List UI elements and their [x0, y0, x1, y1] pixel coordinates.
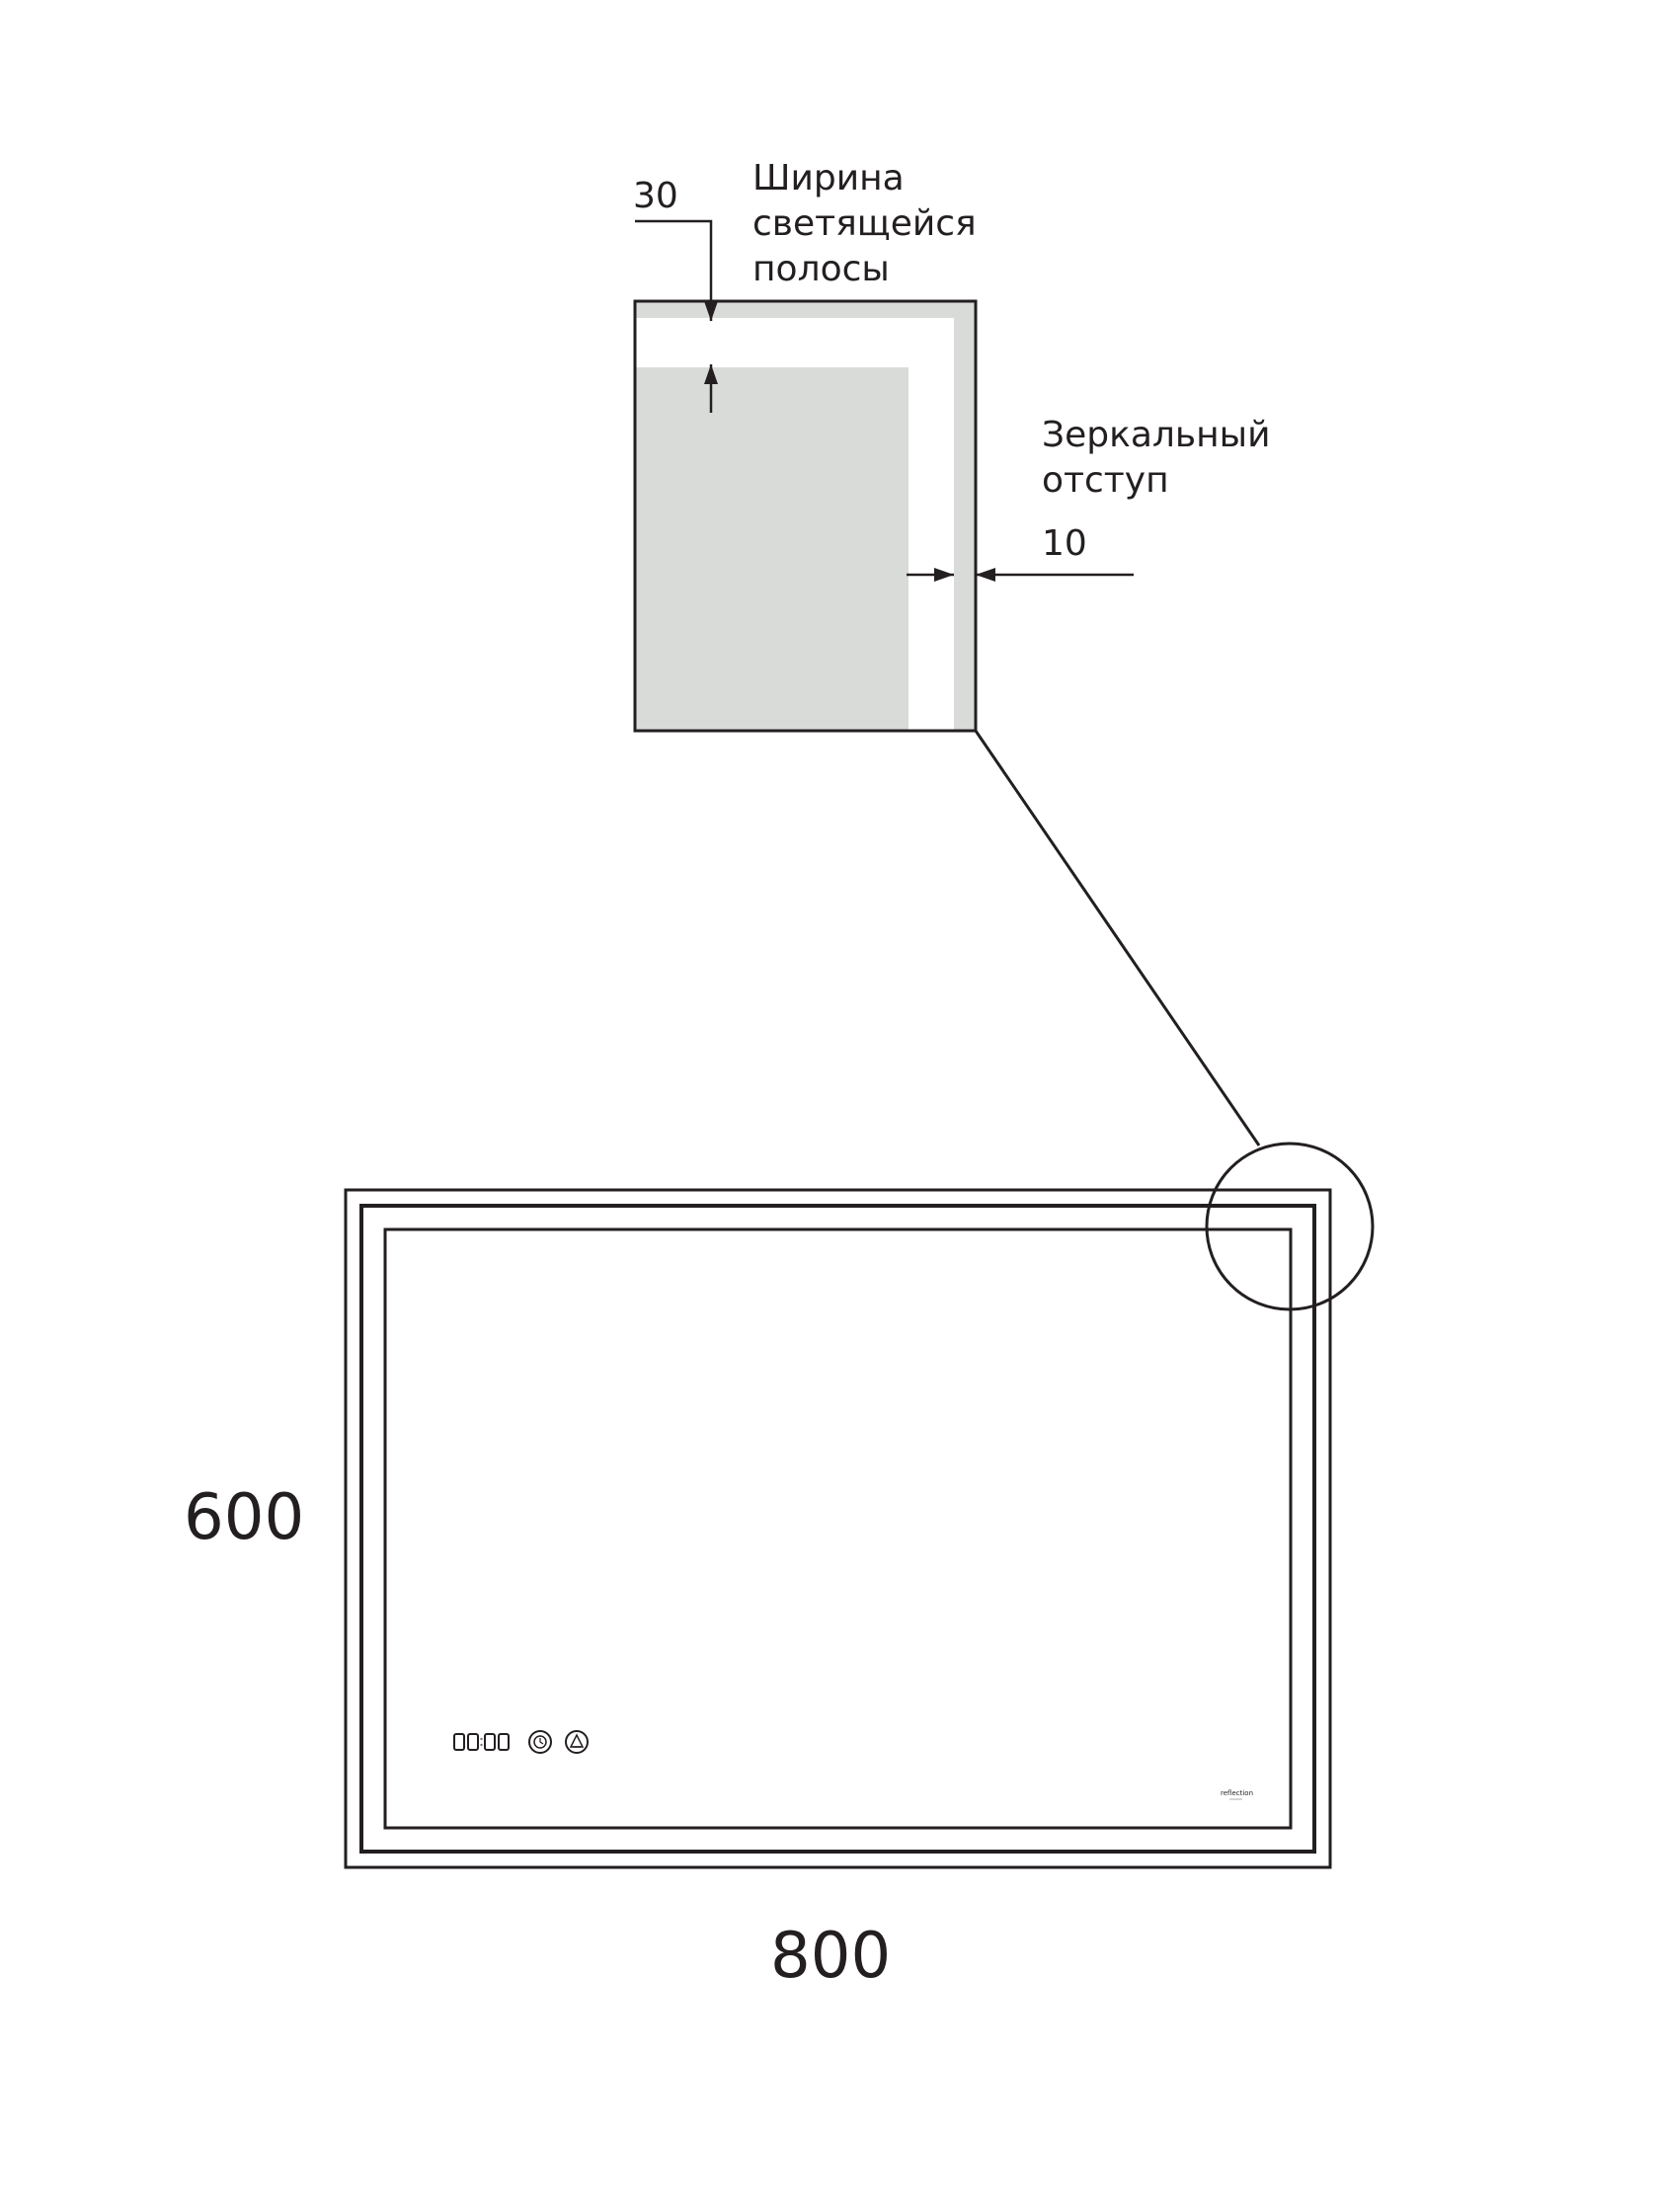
mirror-front-view: reflection 600 800: [184, 1142, 1375, 1993]
detail-frame: [633, 299, 978, 733]
digital-clock-display: [453, 1733, 510, 1751]
light-touch-icon: [565, 1730, 589, 1754]
light-strip: [635, 318, 954, 731]
mirror-inner-glass: [383, 1227, 1293, 1830]
strip-width-label-line2: светящейся: [752, 203, 977, 244]
corner-detail-view: 30 Ширина светящейся полосы 10 Зеркальны…: [633, 158, 1270, 1146]
offset-label-line1: Зеркальный: [1042, 415, 1270, 455]
mirror-light-strip-outline: [359, 1204, 1316, 1854]
clock-touch-icon: [528, 1730, 552, 1754]
detail-connector-line: [974, 730, 1261, 1146]
strip-width-value: 30: [633, 176, 678, 216]
strip-width-label-line1: Ширина: [752, 158, 905, 198]
mirror-height-value: 600: [184, 1481, 304, 1554]
detail-callout-circle: [1205, 1142, 1375, 1311]
mirror-width-value: 800: [770, 1920, 891, 1993]
offset-label-line2: отступ: [1042, 460, 1169, 501]
strip-width-leader: [635, 219, 718, 321]
offset-value: 10: [1042, 523, 1087, 564]
strip-width-label-line3: полосы: [752, 249, 890, 289]
mirror-outer-frame: [344, 1188, 1332, 1869]
brand-logo: reflection: [1221, 1789, 1253, 1797]
control-panel: [453, 1730, 589, 1754]
